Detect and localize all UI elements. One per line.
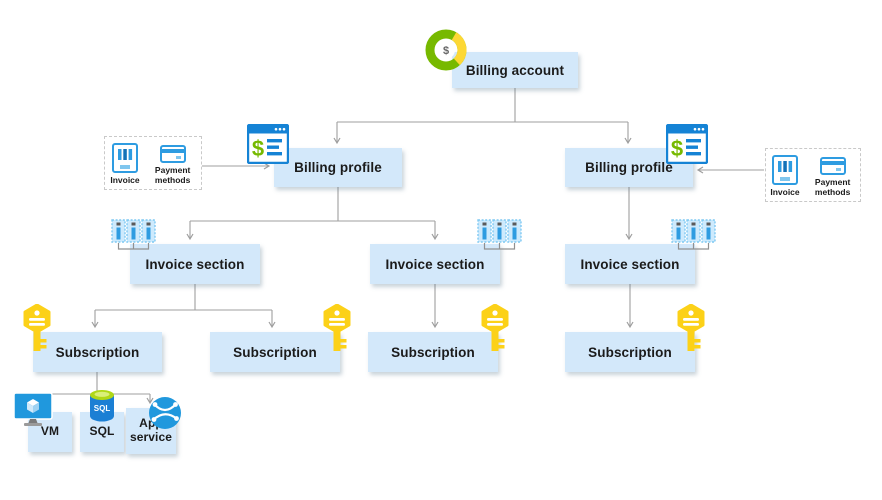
- key-icon: [677, 304, 705, 351]
- payment-group-left: Invoice Payment methods: [104, 136, 202, 190]
- invoice-attachment-label: Invoice: [110, 175, 140, 186]
- key-icon: [323, 304, 351, 351]
- invoice-section-right-label: Invoice section: [580, 256, 680, 272]
- billing-window-icon: $: [247, 124, 289, 164]
- subscription-1-label: Subscription: [55, 344, 140, 360]
- invoice-section-right-node: Invoice section: [565, 244, 695, 284]
- billing-window-icon: $: [666, 124, 708, 164]
- invoice-section-middle-node: Invoice section: [370, 244, 500, 284]
- svg-text:SQL: SQL: [94, 404, 111, 413]
- credit-card-icon: [159, 145, 186, 164]
- subscription-4-node: Subscription: [565, 332, 695, 372]
- dollar-donut-icon: $: [425, 29, 467, 71]
- payment-group-right: Invoice Payment methods: [765, 148, 861, 202]
- vm-label: VM: [40, 424, 60, 439]
- payment-methods-attachment-label: Payment methods: [154, 165, 191, 186]
- sql-database-icon: SQL: [90, 390, 114, 422]
- subscription-2-label: Subscription: [233, 344, 317, 360]
- invoice-attachment: Invoice: [110, 143, 140, 186]
- credit-card-icon: [819, 157, 846, 176]
- invoice-icon: [111, 143, 138, 174]
- sql-label: SQL: [89, 424, 115, 439]
- invoice-stack-icon: [671, 219, 716, 250]
- virtual-machine-icon: [13, 392, 53, 426]
- svg-text:$: $: [671, 136, 683, 161]
- payment-methods-attachment: Payment methods: [150, 145, 196, 186]
- svg-text:$: $: [443, 45, 449, 57]
- subscription-4-label: Subscription: [588, 344, 672, 360]
- invoice-section-left-node: Invoice section: [130, 244, 260, 284]
- invoice-section-middle-label: Invoice section: [385, 256, 485, 272]
- subscription-3-label: Subscription: [391, 344, 475, 360]
- billing-account-label: Billing account: [465, 62, 565, 78]
- payment-methods-attachment-label: Payment methods: [814, 177, 851, 198]
- invoice-icon: [771, 155, 798, 186]
- invoice-attachment: Invoice: [770, 155, 800, 198]
- key-icon: [481, 304, 509, 351]
- billing-profile-left-label: Billing profile: [294, 160, 382, 175]
- key-icon: [23, 304, 51, 351]
- invoice-attachment-label: Invoice: [770, 187, 800, 198]
- billing-account-node: Billing account: [452, 52, 578, 88]
- payment-methods-attachment: Payment methods: [810, 157, 856, 198]
- billing-profile-right-label: Billing profile: [585, 160, 673, 175]
- invoice-stack-icon: [111, 219, 156, 250]
- subscription-1-node: Subscription: [33, 332, 162, 372]
- app-service-globe-icon: [149, 397, 181, 429]
- invoice-section-left-label: Invoice section: [145, 256, 245, 272]
- billing-profile-left-node: Billing profile: [274, 148, 402, 187]
- invoice-stack-icon: [477, 219, 522, 250]
- subscription-3-node: Subscription: [368, 332, 498, 372]
- subscription-2-node: Subscription: [210, 332, 340, 372]
- svg-text:$: $: [252, 136, 264, 161]
